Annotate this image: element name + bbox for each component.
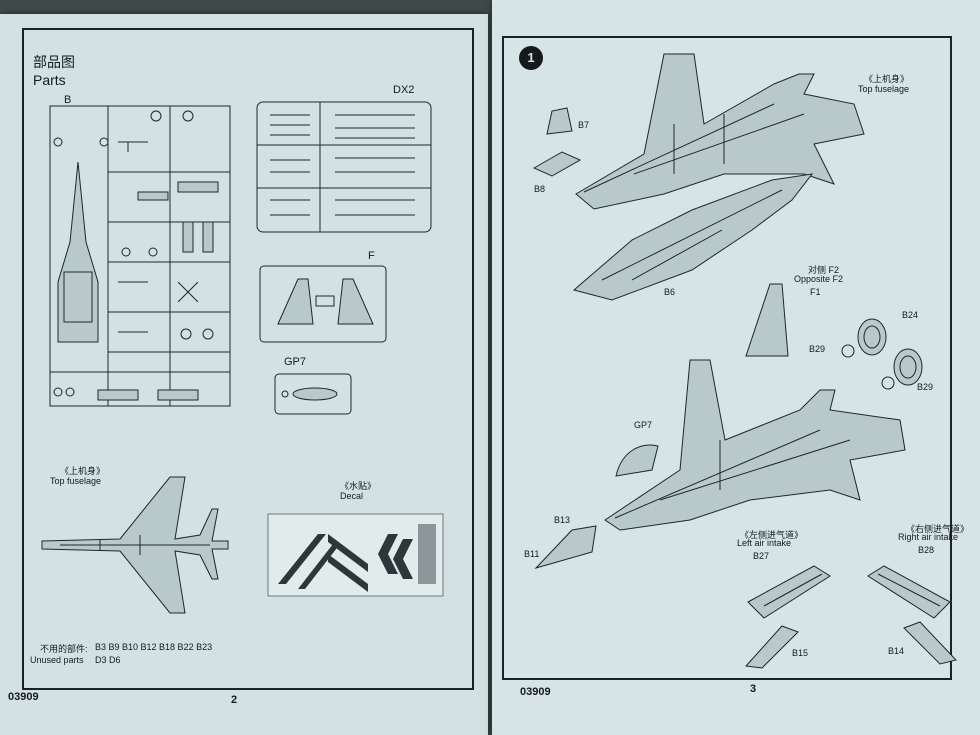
engine-nozzles-b24 — [841, 318, 923, 390]
right-page-frame — [502, 36, 952, 680]
top-fuselage-callout-en: Top fuselage — [858, 84, 910, 94]
parts-title-cn: 部品图 — [33, 54, 75, 70]
unused-parts-list-1: B3 B9 B10 B12 B18 B22 B23 — [95, 642, 213, 652]
sprue-gp7-label: GP7 — [284, 356, 307, 368]
left-instruction-page: 部品图 Parts B DX2 F — [0, 14, 488, 735]
unused-parts-label-cn: 不用的部件: — [40, 644, 88, 654]
left-air-intake-b27 — [747, 565, 831, 619]
sprue-gp7-diagram — [274, 373, 352, 415]
part-label-f1: F1 — [810, 287, 821, 297]
step-number-badge: 1 — [519, 46, 543, 70]
decal-label-en: Decal — [340, 491, 364, 501]
decal-sheet — [267, 513, 444, 597]
nose-cone-b13 — [534, 525, 597, 569]
right-intake-label-en: Right air intake — [898, 532, 959, 542]
part-label-b8: B8 — [534, 184, 546, 194]
intake-ramp-b15 — [744, 625, 799, 669]
part-label-b15: B15 — [792, 648, 809, 658]
sprue-dx2-label: DX2 — [393, 84, 415, 96]
part-label-b28: B28 — [918, 545, 935, 555]
vertical-fin-f1 — [745, 283, 789, 357]
unused-parts-list-2: D3 D6 — [95, 655, 121, 665]
top-fuselage-label-cn: 《上机身》 — [60, 466, 106, 476]
canopy-gp7 — [615, 444, 659, 477]
seat-part-b8 — [532, 151, 582, 177]
part-label-b7: B7 — [578, 120, 590, 130]
page-number-left: 2 — [231, 694, 238, 706]
top-fuselage-callout-cn: 《上机身》 — [864, 74, 910, 84]
unused-parts-label-en: Unused parts — [30, 655, 84, 665]
part-label-b6: B6 — [664, 287, 676, 297]
lower-fuselage-b6 — [572, 173, 814, 301]
parts-title-en: Parts — [33, 72, 66, 88]
sprue-b-label: B — [64, 94, 72, 106]
opposite-f2-en: Opposite F2 — [794, 274, 844, 284]
upper-fuselage-assembly — [575, 53, 865, 210]
part-label-b27: B27 — [753, 551, 770, 561]
part-label-b29-b: B29 — [917, 382, 934, 392]
part-label-b14: B14 — [888, 646, 905, 656]
page-number-right: 3 — [750, 683, 757, 695]
part-label-b24: B24 — [902, 310, 919, 320]
sprue-dx2-diagram — [256, 101, 432, 233]
sprue-b-diagram — [49, 105, 231, 407]
kit-number-left: 03909 — [8, 691, 39, 703]
right-intake-label-cn: 《右侧进气道》 — [906, 524, 970, 534]
top-fuselage-label-en: Top fuselage — [50, 476, 102, 486]
right-air-intake-b28 — [867, 565, 951, 619]
part-label-b11: B11 — [524, 549, 540, 559]
left-page-frame — [22, 28, 474, 690]
left-intake-label-en: Left air intake — [737, 538, 792, 548]
right-instruction-page: 1 《上机身》 Top fuselage B7 B8 B6 对侧 F2 Oppo… — [492, 0, 980, 735]
seat-part-b7 — [546, 107, 573, 135]
kit-number-right: 03909 — [520, 686, 551, 698]
intake-ramp-b14 — [903, 621, 957, 665]
part-label-b13: B13 — [554, 515, 571, 525]
assembled-airframe — [604, 359, 906, 531]
left-intake-label-cn: 《左侧进气道》 — [740, 530, 804, 540]
sprue-f-diagram — [259, 265, 387, 343]
part-label-b29-a: B29 — [809, 344, 826, 354]
decal-label-cn: 《水贴》 — [340, 481, 377, 491]
top-fuselage-plan-view — [41, 476, 229, 614]
part-label-gp7: GP7 — [634, 420, 653, 430]
opposite-f2-cn: 对侧 F2 — [808, 265, 840, 275]
sprue-f-label: F — [368, 250, 375, 262]
